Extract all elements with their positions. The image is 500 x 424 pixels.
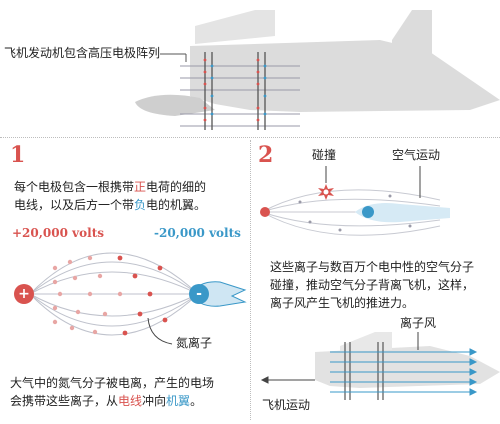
nitrogen-ion-label: 氮离子: [176, 336, 213, 350]
panel1-desc1-highlight: 正: [134, 180, 147, 194]
panel1-desc2-post: 电的机翼。: [146, 198, 207, 212]
panel2-positive-electrode: [260, 207, 270, 217]
panel1-desc2-highlight: 负: [134, 198, 147, 212]
airplane-engine-pod: [135, 94, 215, 116]
panel1-field-diagram: [14, 252, 247, 345]
minus-symbol: -: [196, 286, 202, 302]
negative-voltage-label: -20,000 volts: [154, 226, 241, 240]
panel1-desc1-pre: 每个电极包含一根携带: [14, 180, 135, 194]
top-electrode-array-label: 飞机发动机包含高压电极阵列: [4, 46, 161, 60]
plane-motion-label: 飞机运动: [262, 398, 311, 412]
panel1-bottom2-wire: 电线: [118, 394, 143, 408]
panel2-wing: [355, 203, 450, 223]
panel2-number: 2: [258, 142, 274, 168]
panel1-description-line1: 每个电极包含一根携带正电荷的细的: [14, 178, 206, 196]
collision-icon: [318, 184, 334, 200]
panel1-bottom2-post: 。: [190, 394, 203, 408]
negative-electrode: [189, 284, 209, 304]
air-motion-label: 空气运动: [392, 148, 441, 162]
plus-symbol: +: [18, 286, 30, 302]
panel2-description-line3: 离子风产生飞机的推进力。: [270, 296, 415, 310]
panel-divider-vertical: [250, 140, 251, 420]
panel1-desc2-pre: 电线，以及后方一个带: [14, 198, 135, 212]
ion-leader-line: [147, 317, 173, 345]
panel2-negative-electrode: [362, 206, 374, 218]
panel1-desc1-post: 电荷的细的: [146, 180, 207, 194]
panel1-bottom2-pre: 会携带这些离子，从: [10, 394, 119, 408]
airplane-bottom-fuselage: [315, 346, 500, 388]
panel2-description-line1: 这些离子与数百万个电中性的空气分子: [270, 260, 475, 274]
section-divider-top: [0, 137, 500, 138]
airplane-bottom-wing: [340, 332, 392, 352]
collision-label: 碰撞: [312, 148, 337, 162]
positive-electrode: [14, 284, 34, 304]
positive-voltage-label: +20,000 volts: [12, 226, 104, 240]
airplane-fuselage: [190, 40, 500, 112]
panel1-bottom-line2: 会携带这些离子，从电线冲向机翼。: [10, 392, 202, 410]
ion-wind-label: 离子风: [400, 316, 437, 330]
panel1-number: 1: [10, 142, 26, 168]
panel1-bottom-line1: 大气中的氮气分子被电离，产生的电场: [10, 376, 215, 390]
airplane-wing-top: [195, 10, 275, 44]
panel1-bottom2-wing: 机翼: [166, 394, 191, 408]
panel1-bottom2-mid: 冲向: [142, 394, 167, 408]
panel2-wind-diagram: [260, 166, 450, 236]
plane-motion-arrow: [260, 376, 315, 384]
panel2-description-line2: 碰撞，推动空气分子背离飞机，这样，: [270, 278, 475, 292]
airplane-top: [135, 10, 500, 130]
bottom-airplane-illustration: [260, 332, 500, 400]
panel1-description-line2: 电线，以及后方一个带负电的机翼。: [14, 196, 206, 214]
